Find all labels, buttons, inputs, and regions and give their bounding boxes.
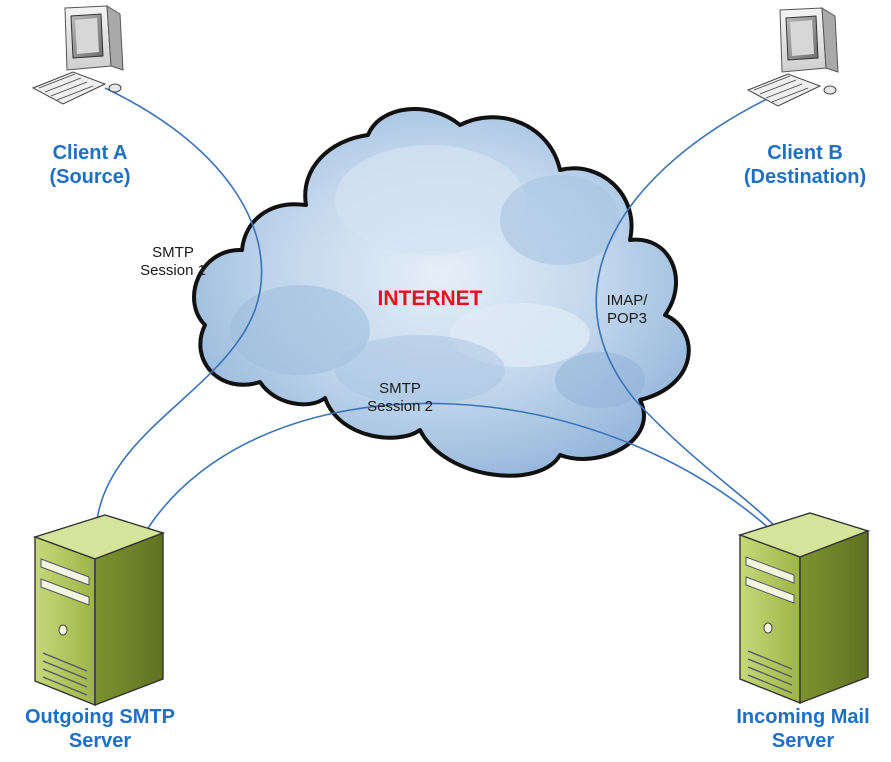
client-a-name: Client A xyxy=(52,142,128,164)
client-b-role: (Destination) xyxy=(743,165,867,188)
smtp-session-2-name: Session 2 xyxy=(367,397,433,415)
outgoing-server-role: Server xyxy=(68,729,132,752)
internet-cloud xyxy=(192,107,691,478)
smtp-session-2-protocol: SMTP xyxy=(379,380,421,397)
smtp-session-1-label: SMTP Session 1 xyxy=(118,244,228,279)
imap-protocol: IMAP/ xyxy=(606,292,648,309)
outgoing-server-name: Outgoing SMTP xyxy=(25,706,175,728)
internet-label: INTERNET xyxy=(377,287,483,310)
pop3-protocol: POP3 xyxy=(606,309,648,327)
smtp-session-1-name: Session 1 xyxy=(140,261,206,279)
outgoing-server-icon xyxy=(32,514,166,707)
incoming-server-icon xyxy=(737,512,871,705)
smtp-session-2-label: SMTP Session 2 xyxy=(345,380,455,415)
incoming-server-role: Server xyxy=(771,729,835,752)
client-a-label: Client A (Source) xyxy=(30,142,150,189)
link-client-a-to-outgoing xyxy=(96,87,263,521)
client-b-name: Client B xyxy=(767,142,843,164)
incoming-server-name: Incoming Mail xyxy=(736,706,870,728)
outgoing-server-label: Outgoing SMTP Server xyxy=(0,706,200,753)
connection-lines xyxy=(96,87,786,541)
incoming-server-label: Incoming Mail Server xyxy=(718,706,888,753)
client-b-label: Client B (Destination) xyxy=(725,142,885,189)
imap-pop3-label: IMAP/ POP3 xyxy=(592,292,662,327)
link-client-b-to-incoming xyxy=(595,94,786,539)
smtp-session-1-protocol: SMTP xyxy=(152,244,194,261)
link-outgoing-to-incoming xyxy=(147,402,783,541)
client-a-role: (Source) xyxy=(49,165,131,188)
client-a-computer-icon xyxy=(31,5,124,105)
client-b-computer-icon xyxy=(746,7,839,107)
